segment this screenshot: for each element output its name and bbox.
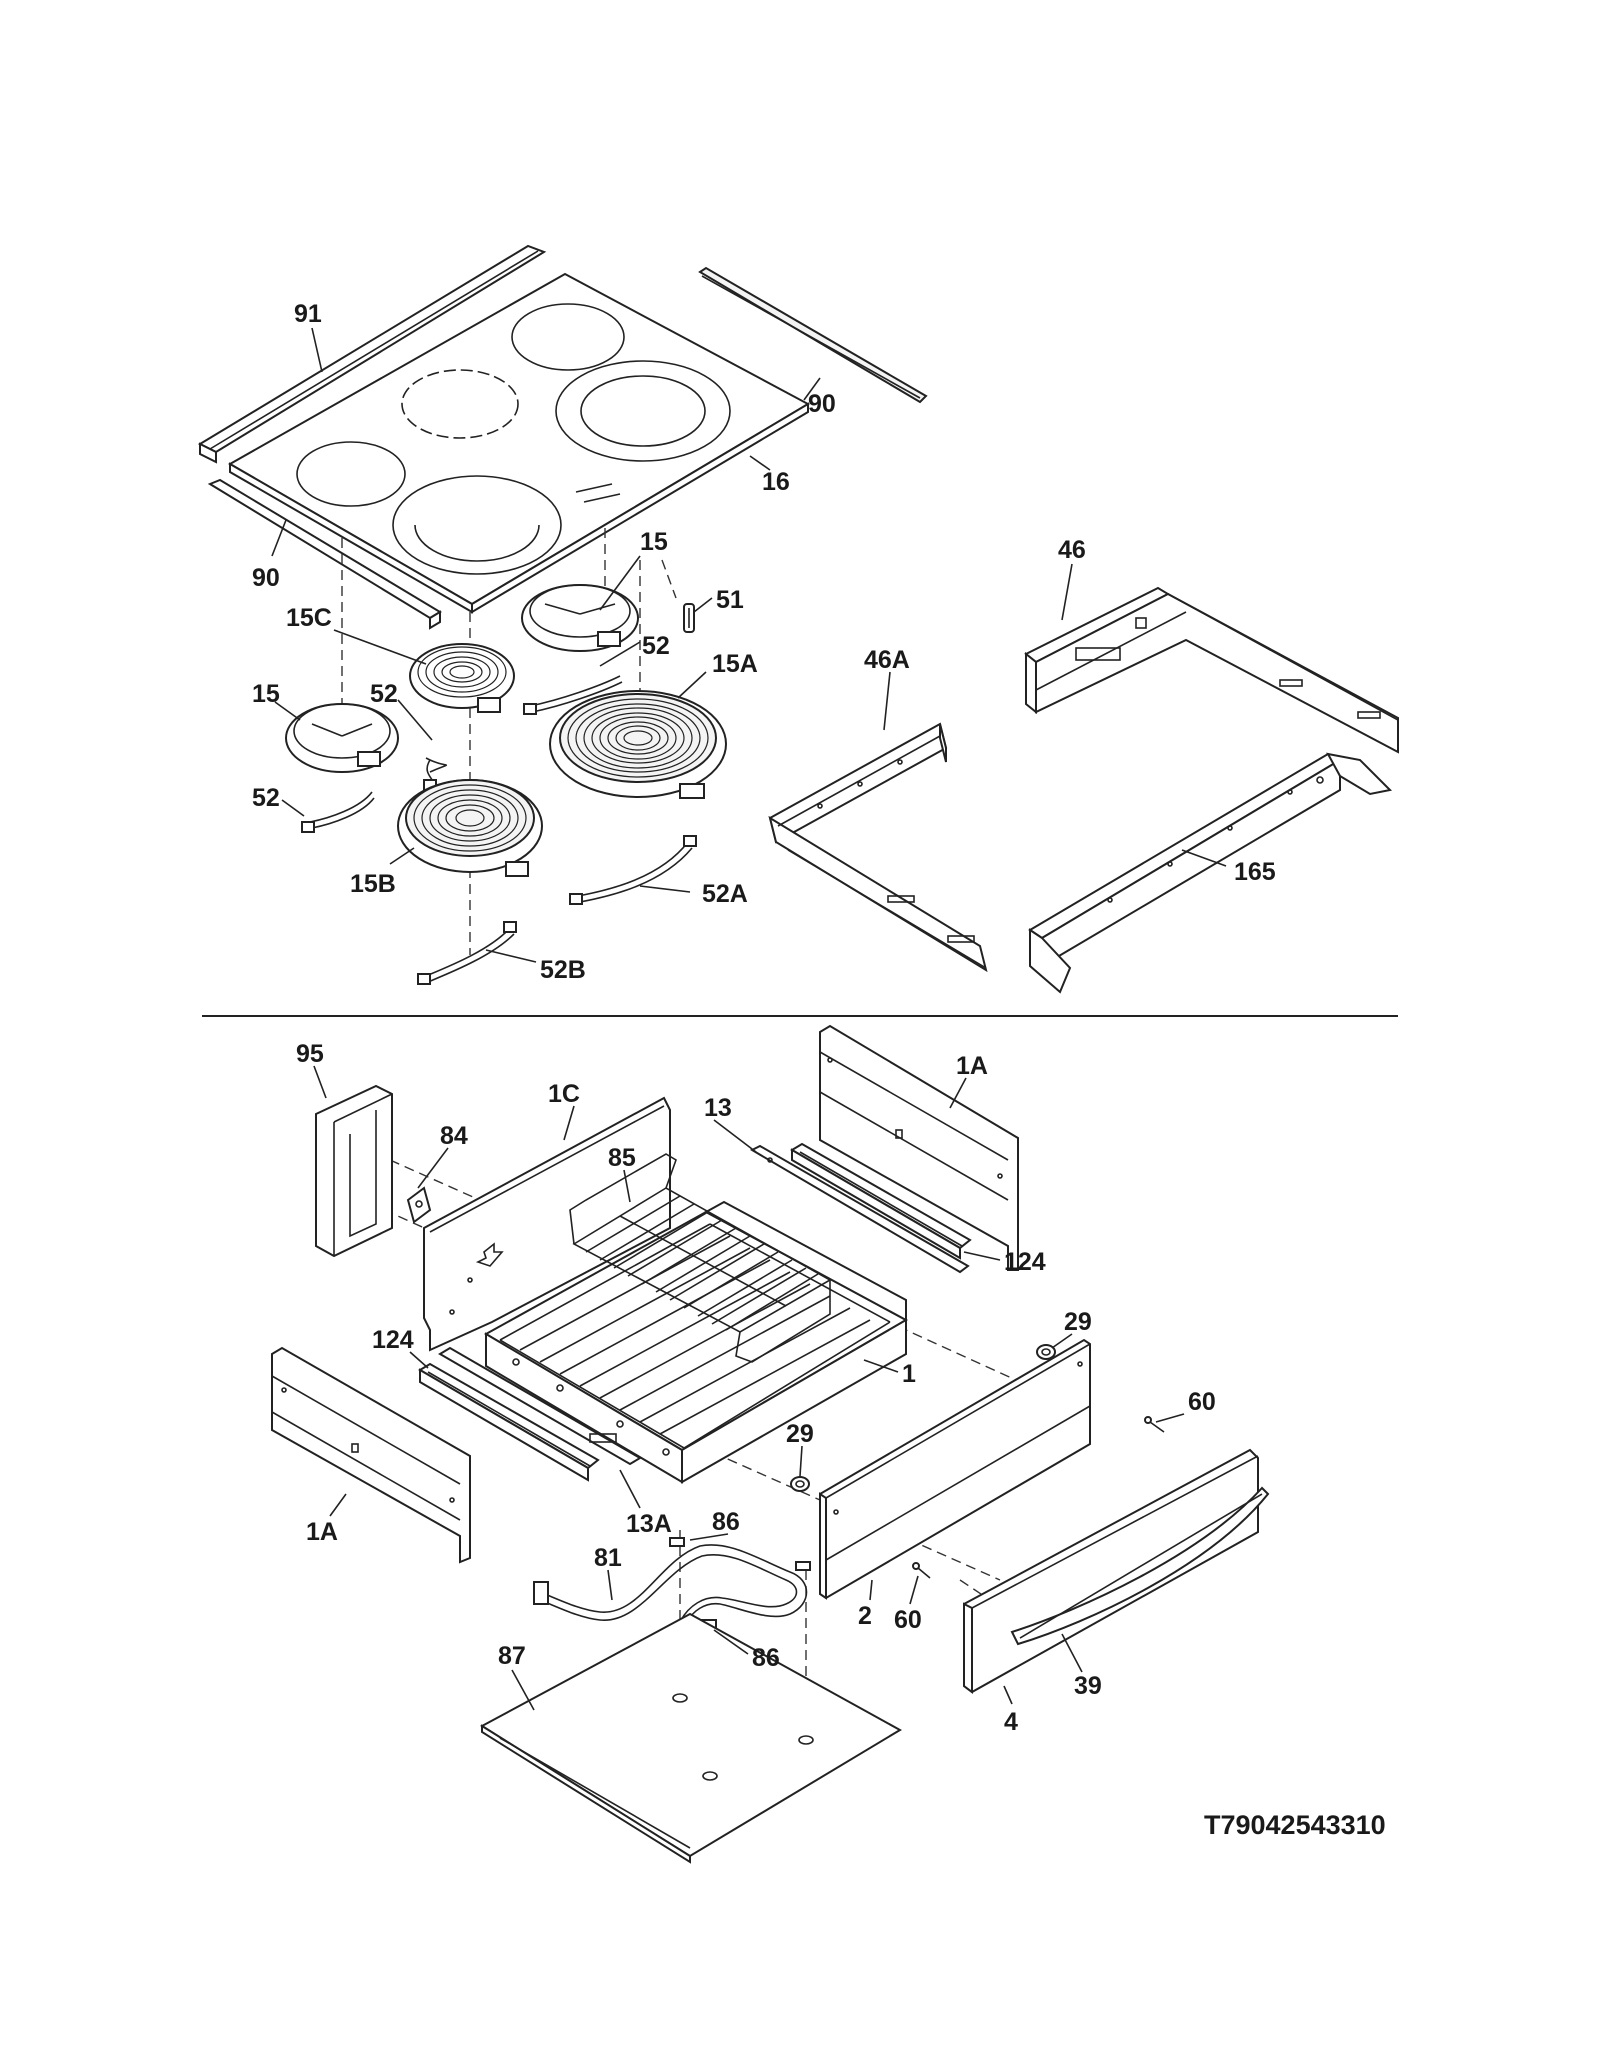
callout-86-top: 86 [712,1508,740,1536]
part-2-inner-panel [819,1338,1091,1600]
callout-52-mid: 52 [370,680,398,708]
part-60-screw-right [1144,1416,1165,1433]
part-165-side-rail [1028,752,1393,994]
part-84-clip [406,1186,432,1224]
callout-46a: 46A [864,646,910,674]
callout-91: 91 [294,300,322,328]
callout-29-mid: 29 [786,1420,814,1448]
part-1a-top-side-panel [819,1024,1019,1271]
part-29-right-bumper [1036,1344,1056,1360]
callout-15b: 15B [350,870,396,898]
callout-60-right: 60 [1188,1388,1216,1416]
callout-1c: 1C [548,1080,580,1108]
part-124-left-slide [418,1362,600,1482]
part-52a-connector [569,835,697,905]
callout-124-right: 124 [1004,1248,1046,1276]
callout-1: 1 [902,1360,916,1388]
part-87-bottom-plate [480,1612,903,1864]
callout-39: 39 [1074,1672,1102,1700]
callout-90-left: 90 [252,564,280,592]
part-15b-burner [397,779,543,877]
part-15c-dual-burner [409,643,515,713]
callout-29-right: 29 [1064,1308,1092,1336]
leader-lines-top [271,327,1227,963]
part-90-left-strip [207,478,442,630]
callout-15-left: 15 [252,680,280,708]
callout-13a: 13A [626,1510,672,1538]
part-124-right-slide [790,1142,972,1260]
callouts-top: 91 90 16 90 15 51 15C 52 15A 15 52 52 15… [252,300,1276,984]
part-15-burner-left [285,703,399,773]
part-16-glass-top [227,272,811,614]
callout-85: 85 [608,1144,636,1172]
callout-90-right: 90 [808,390,836,418]
callout-15c: 15C [286,604,332,632]
part-85-wire-rack [569,1153,832,1363]
part-13a-rail [438,1346,642,1466]
part-1c-rear-panel [423,1096,671,1352]
callout-124-left: 124 [372,1326,414,1354]
cooktop-section: 91 90 16 90 15 51 15C 52 15A 15 52 52 15… [197,244,1399,994]
callout-51: 51 [716,586,744,614]
callout-60-left: 60 [894,1606,922,1634]
callout-13: 13 [704,1094,732,1122]
part-1a-bottom-side-panel [271,1346,471,1564]
callout-52b: 52B [540,956,586,984]
callout-46: 46 [1058,536,1086,564]
callout-15a: 15A [712,650,758,678]
part-46-rear-bracket [1024,586,1399,754]
callouts-bottom: 95 84 1C 85 13 1A 124 29 124 1 60 29 13A… [296,1040,1216,1736]
part-52-connector-left [301,791,375,833]
part-46a-front-bracket [768,722,988,973]
part-15-burner-top [521,584,639,652]
part-39-handle [1010,1486,1270,1646]
part-52b-connector [417,921,517,985]
drawer-section: 95 84 1C 85 13 1A 124 29 124 1 60 29 13A… [271,1024,1270,1864]
callout-52-left: 52 [252,784,280,812]
part-29-mid-bumper [790,1476,810,1492]
part-91-rear-trim [197,244,547,464]
callout-1a-bottom: 1A [306,1518,338,1546]
part-90-right-gasket [698,266,928,404]
callout-52-top: 52 [642,632,670,660]
part-51-switch [683,603,695,633]
part-60-screw-left [912,1562,931,1579]
callout-1a-top: 1A [956,1052,988,1080]
callout-165: 165 [1234,858,1276,886]
diagram-reference-number: T79042543310 [1204,1810,1386,1840]
callout-87: 87 [498,1642,526,1670]
leader-lines-bottom [313,1065,1185,1711]
callout-81: 81 [594,1544,622,1572]
callout-16: 16 [762,468,790,496]
callout-86-mid: 86 [752,1644,780,1672]
callout-52a: 52A [702,880,748,908]
part-52-connector-top [523,675,623,715]
part-95-corner-bracket [315,1084,393,1258]
callout-15-top: 15 [640,528,668,556]
callout-84: 84 [440,1122,468,1150]
callout-4: 4 [1004,1708,1018,1736]
callout-95: 95 [296,1040,324,1068]
part-86-clip-top [669,1537,811,1571]
part-13-rail [749,1144,970,1274]
callout-2: 2 [858,1602,872,1630]
part-15a-large-burner [549,690,727,799]
